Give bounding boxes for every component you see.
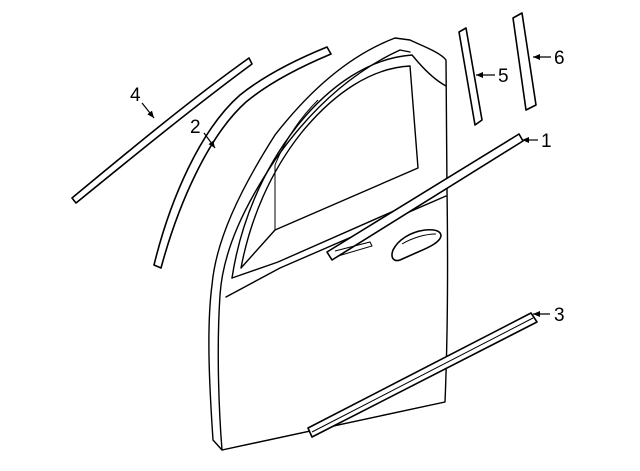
- door-lower-molding: [307, 312, 538, 438]
- callout-2-label: 2: [190, 117, 201, 138]
- door-handle: [391, 228, 442, 262]
- roof-drip-molding: [71, 57, 253, 204]
- callout-6-label: 6: [554, 48, 565, 69]
- leader-2: [203, 132, 216, 149]
- callout-5-label: 5: [498, 66, 509, 87]
- callout-1-label: 1: [541, 131, 552, 152]
- b-pillar-applique-front: [458, 27, 483, 126]
- door-shell: [208, 37, 449, 451]
- door-frame-molding: [153, 46, 332, 269]
- callout-3-label: 3: [554, 305, 565, 326]
- callout-4-label: 4: [130, 85, 141, 106]
- leader-4: [141, 102, 155, 119]
- b-pillar-applique-rear: [512, 12, 537, 111]
